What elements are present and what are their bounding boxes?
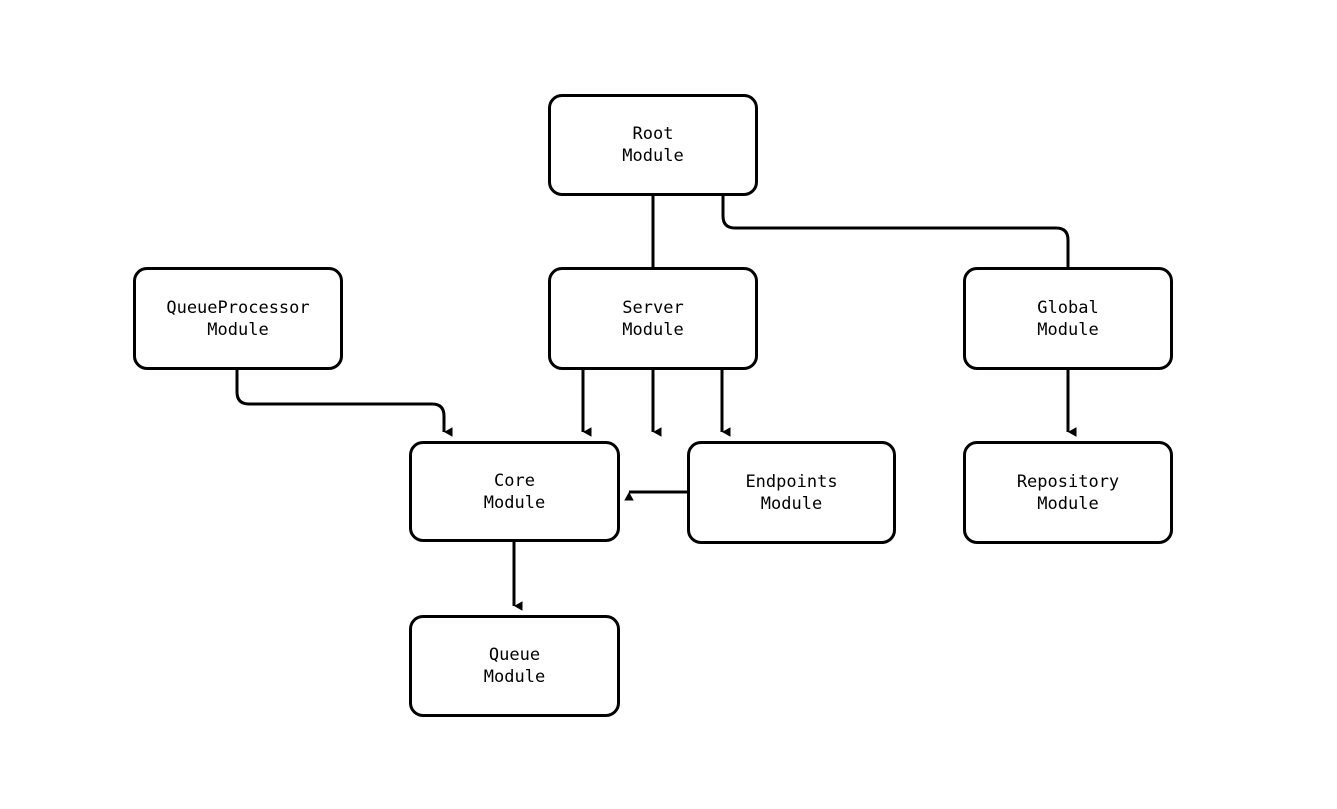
node-global-module[interactable]: Global Module — [963, 267, 1173, 370]
node-queue-module-suffix: Module — [483, 667, 546, 687]
node-queue-module[interactable]: Queue Module — [409, 615, 620, 717]
node-queue-module-name: Queue — [488, 645, 541, 665]
node-queueprocessor-module-suffix: Module — [207, 319, 269, 340]
node-root-module-name: Root — [632, 124, 674, 144]
node-repository-module[interactable]: Repository Module — [963, 441, 1173, 544]
node-endpoints-module-suffix: Module — [760, 493, 823, 514]
node-root-module-suffix: Module — [622, 146, 684, 166]
node-core-module[interactable]: Core Module — [409, 441, 620, 542]
node-root-module[interactable]: Root Module — [548, 94, 758, 196]
edge-root-to-global — [721, 196, 1077, 437]
edge-queueprocessor-to-core — [235, 370, 453, 437]
node-core-module-suffix: Module — [483, 492, 546, 513]
node-server-module-name: Server — [622, 297, 684, 318]
node-queueprocessor-module[interactable]: QueueProcessor Module — [133, 267, 343, 370]
node-global-module-name: Global — [1037, 297, 1099, 318]
node-core-module-name: Core — [494, 470, 535, 491]
node-repository-module-suffix: Module — [1037, 493, 1099, 514]
node-server-module-suffix: Module — [622, 319, 684, 340]
node-server-module[interactable]: Server Module — [548, 267, 758, 370]
node-endpoints-module-name: Endpoints — [745, 471, 838, 492]
node-queueprocessor-module-name: QueueProcessor — [166, 297, 310, 318]
node-repository-module-name: Repository — [1016, 471, 1120, 492]
node-endpoints-module[interactable]: Endpoints Module — [687, 441, 896, 544]
node-global-module-suffix: Module — [1037, 319, 1099, 340]
